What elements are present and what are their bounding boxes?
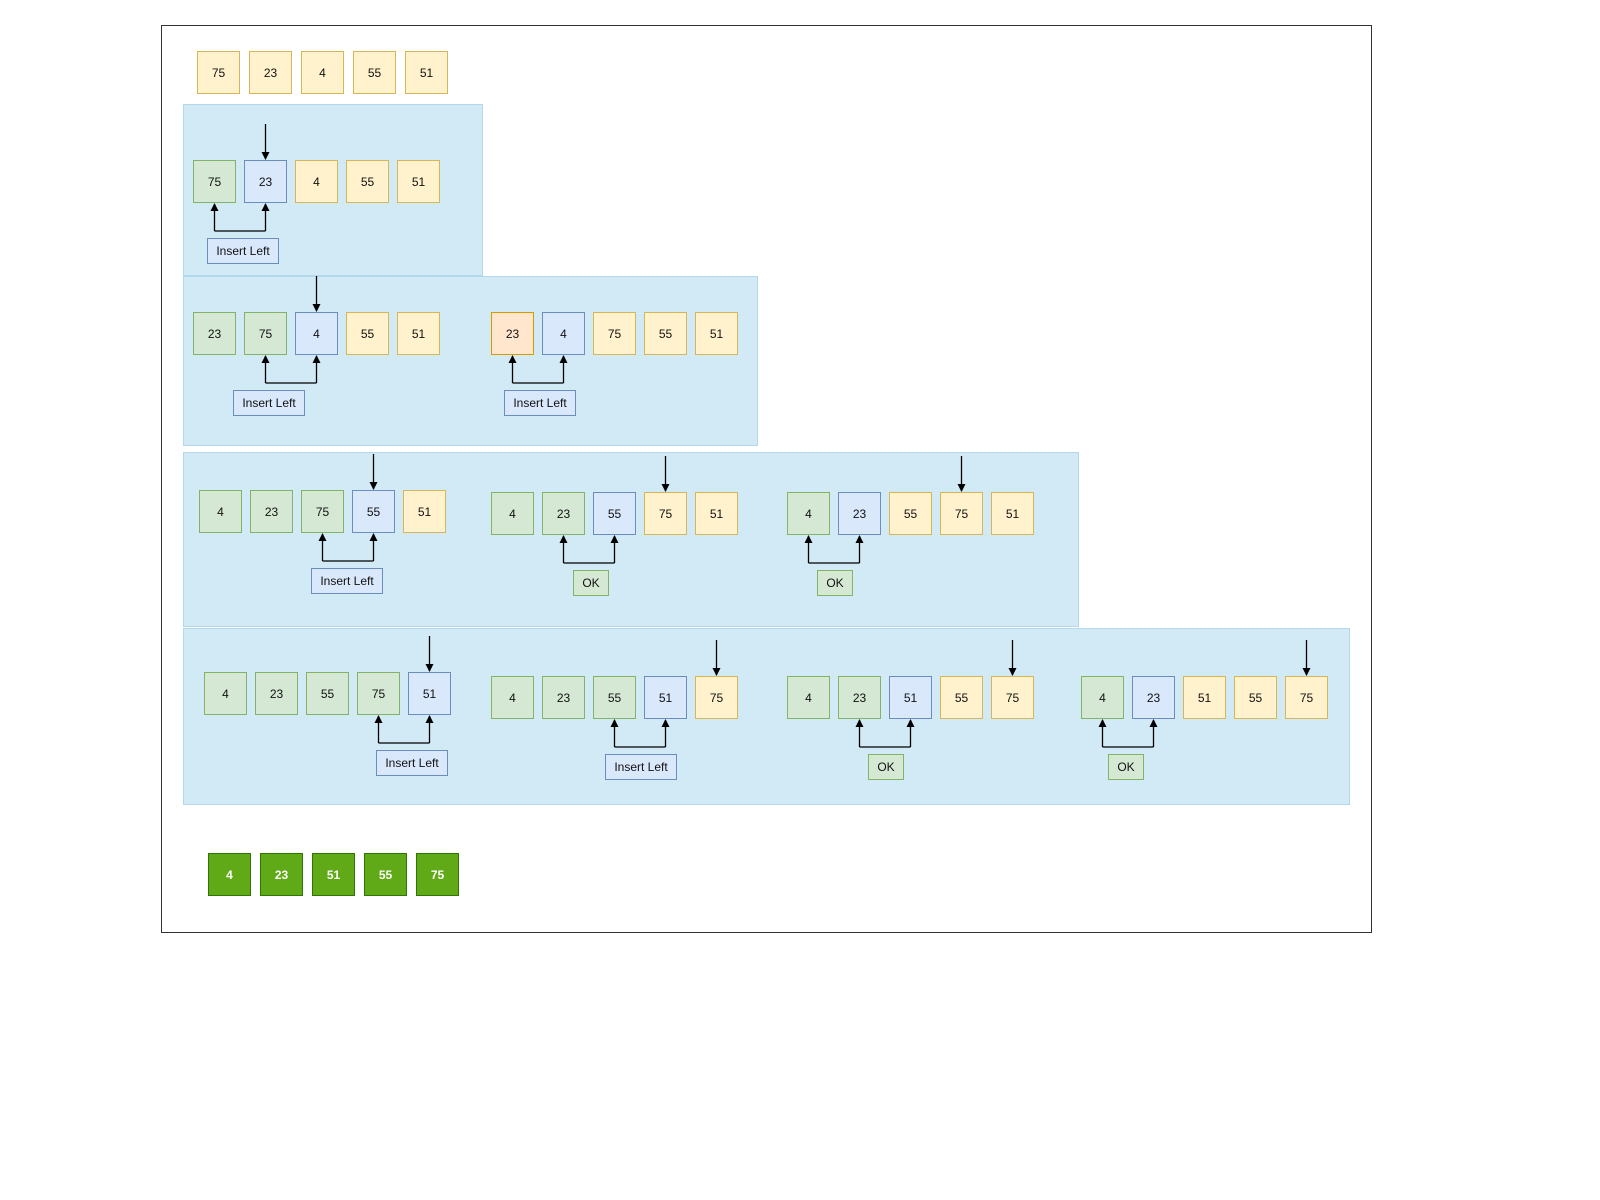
array-cell: 75 xyxy=(193,160,236,203)
array-cell: 23 xyxy=(244,160,287,203)
array-cell: 51 xyxy=(644,676,687,719)
array-cell: 75 xyxy=(940,492,983,535)
array-cell: 4 xyxy=(1081,676,1124,719)
insert-left-label: Insert Left xyxy=(605,754,677,780)
ok-label: OK xyxy=(573,570,609,596)
insert-left-label: Insert Left xyxy=(233,390,305,416)
array-cell: 23 xyxy=(838,676,881,719)
array-cell: 23 xyxy=(255,672,298,715)
array-cell: 55 xyxy=(593,492,636,535)
array-cell: 75 xyxy=(1285,676,1328,719)
array-cell: 75 xyxy=(695,676,738,719)
initial-cell: 51 xyxy=(405,51,448,94)
initial-cell: 55 xyxy=(353,51,396,94)
array-cell: 23 xyxy=(1132,676,1175,719)
array-cell: 55 xyxy=(306,672,349,715)
array-cell: 4 xyxy=(204,672,247,715)
initial-cell: 4 xyxy=(301,51,344,94)
array-cell: 23 xyxy=(193,312,236,355)
sorted-cell: 23 xyxy=(260,853,303,896)
array-cell: 51 xyxy=(403,490,446,533)
array-cell: 51 xyxy=(408,672,451,715)
array-cell: 4 xyxy=(542,312,585,355)
array-cell: 55 xyxy=(889,492,932,535)
ok-label: OK xyxy=(1108,754,1144,780)
array-cell: 4 xyxy=(787,492,830,535)
array-cell: 4 xyxy=(787,676,830,719)
pass-panel-3 xyxy=(183,452,1079,627)
array-cell: 4 xyxy=(199,490,242,533)
insert-left-label: Insert Left xyxy=(376,750,448,776)
array-cell: 55 xyxy=(1234,676,1277,719)
array-cell: 75 xyxy=(644,492,687,535)
array-cell: 51 xyxy=(695,312,738,355)
array-cell: 55 xyxy=(593,676,636,719)
array-cell: 75 xyxy=(301,490,344,533)
array-cell: 75 xyxy=(991,676,1034,719)
array-cell: 75 xyxy=(593,312,636,355)
insert-left-label: Insert Left xyxy=(207,238,279,264)
sorted-cell: 4 xyxy=(208,853,251,896)
array-cell: 51 xyxy=(991,492,1034,535)
ok-label: OK xyxy=(817,570,853,596)
insert-left-label: Insert Left xyxy=(311,568,383,594)
array-cell: 51 xyxy=(397,160,440,203)
array-cell: 51 xyxy=(889,676,932,719)
array-cell: 4 xyxy=(295,312,338,355)
array-cell: 51 xyxy=(397,312,440,355)
array-cell: 4 xyxy=(491,676,534,719)
sorted-cell: 55 xyxy=(364,853,407,896)
pass-panel-2 xyxy=(183,276,758,446)
array-cell: 23 xyxy=(542,676,585,719)
sorted-cell: 75 xyxy=(416,853,459,896)
insert-left-label: Insert Left xyxy=(504,390,576,416)
array-cell: 55 xyxy=(940,676,983,719)
sorted-cell: 51 xyxy=(312,853,355,896)
array-cell: 4 xyxy=(295,160,338,203)
array-cell: 4 xyxy=(491,492,534,535)
array-cell: 75 xyxy=(244,312,287,355)
array-cell: 23 xyxy=(838,492,881,535)
array-cell: 55 xyxy=(346,160,389,203)
array-cell: 51 xyxy=(1183,676,1226,719)
array-cell: 55 xyxy=(644,312,687,355)
initial-cell: 23 xyxy=(249,51,292,94)
array-cell: 23 xyxy=(250,490,293,533)
initial-cell: 75 xyxy=(197,51,240,94)
array-cell: 23 xyxy=(491,312,534,355)
array-cell: 23 xyxy=(542,492,585,535)
diagram-frame xyxy=(161,25,1372,933)
array-cell: 75 xyxy=(357,672,400,715)
ok-label: OK xyxy=(868,754,904,780)
array-cell: 55 xyxy=(346,312,389,355)
array-cell: 55 xyxy=(352,490,395,533)
array-cell: 51 xyxy=(695,492,738,535)
